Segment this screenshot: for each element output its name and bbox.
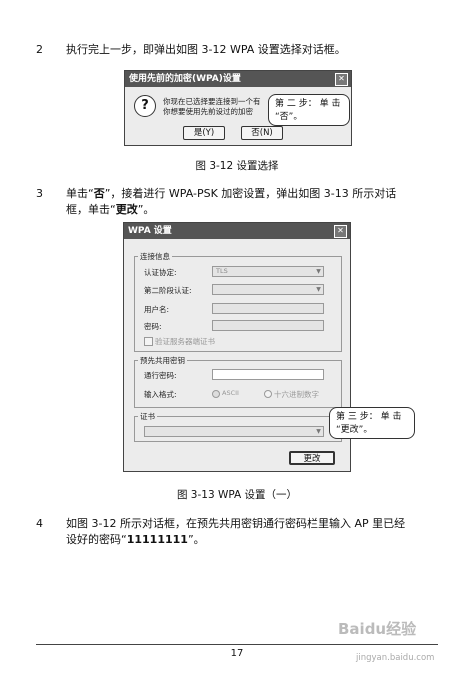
- close-icon[interactable]: ✕: [334, 225, 347, 238]
- format-ascii-radio[interactable]: [212, 390, 220, 398]
- auth-protocol-value: TLS: [216, 267, 228, 275]
- passphrase-input[interactable]: [212, 369, 324, 380]
- step-2-text: 执行完上一步，即弹出如图 3-12 WPA 设置选择对话框。: [66, 43, 346, 56]
- verify-cert-checkbox[interactable]: [144, 337, 153, 346]
- format-hex-label: 十六进制数字: [274, 390, 319, 399]
- psk-group-label: 预先共用密钥: [138, 355, 187, 366]
- auth-protocol-label: 认证协定:: [144, 268, 177, 277]
- step-number-4: 4: [36, 517, 43, 530]
- connection-info-label: 连接信息: [138, 251, 172, 262]
- dialog-message-line1: 你现在已选择要连接到一个有: [163, 97, 261, 106]
- username-label: 用户名:: [144, 305, 170, 314]
- certificate-group-label: 证书: [138, 411, 157, 422]
- yes-button[interactable]: 是(Y): [183, 126, 225, 140]
- watermark-url: jingyan.baidu.com: [356, 653, 435, 663]
- psk-group: [134, 360, 342, 408]
- step-number-2: 2: [36, 43, 43, 56]
- step-3-callout: 第 三 步： 单 击 “更改”。: [329, 407, 415, 439]
- format-label: 输入格式:: [144, 390, 177, 399]
- format-hex-radio[interactable]: [264, 390, 272, 398]
- certificate-select[interactable]: ▼: [144, 426, 324, 437]
- wpa-settings-choice-dialog: 使用先前的加密(WPA)设置 ✕ ? 你现在已选择要连接到一个有 你想要使用先前…: [124, 70, 352, 146]
- password-input[interactable]: [212, 320, 324, 331]
- chevron-down-icon: ▼: [316, 268, 321, 275]
- dialog-title: 使用先前的加密(WPA)设置: [125, 71, 351, 87]
- format-ascii-label: ASCII: [222, 389, 239, 397]
- figure-3-13-caption: 图 3-13 WPA 设置（一）: [176, 489, 298, 501]
- auth-protocol-select[interactable]: TLS ▼: [212, 266, 324, 277]
- connection-info-group: [134, 256, 342, 352]
- step-3-text-line2: 框，单击“更改”。: [66, 203, 155, 216]
- figure-3-12-caption: 图 3-12 设置选择: [195, 160, 279, 172]
- question-icon: ?: [134, 95, 156, 117]
- phase2-auth-select[interactable]: ▼: [212, 284, 324, 295]
- change-button[interactable]: 更改: [289, 451, 335, 465]
- verify-cert-label: 验证服务器端证书: [155, 337, 215, 346]
- baidu-watermark: Baidu经验: [338, 620, 417, 638]
- step-2-callout: 第 二 步： 单 击 “否”。: [268, 94, 350, 126]
- step-4-text-line1: 如图 3-12 所示对话框，在预先共用密钥通行密码栏里输入 AP 里已经: [66, 517, 406, 530]
- step-3-text-line1: 单击“否”，接着进行 WPA-PSK 加密设置，弹出如图 3-13 所示对话: [66, 187, 397, 200]
- step-4-text-line2: 设好的密码“11111111”。: [66, 533, 205, 546]
- no-button[interactable]: 否(N): [241, 126, 283, 140]
- dialog-title: WPA 设置: [124, 223, 350, 239]
- wpa-settings-dialog: WPA 设置 ✕ 连接信息 认证协定: TLS▼ 第二阶段认证: ▼ 用户名: …: [123, 222, 351, 472]
- chevron-down-icon: ▼: [316, 428, 321, 435]
- password-label: 密码:: [144, 322, 162, 331]
- footer-divider: [36, 644, 438, 645]
- dialog-message-line2: 你想要使用先前设过的加密: [163, 107, 253, 116]
- page-number: 17: [230, 648, 244, 659]
- chevron-down-icon: ▼: [316, 286, 321, 293]
- phase2-auth-label: 第二阶段认证:: [144, 286, 192, 295]
- step-number-3: 3: [36, 187, 43, 200]
- close-icon[interactable]: ✕: [335, 73, 348, 86]
- passphrase-label: 通行密码:: [144, 371, 177, 380]
- username-input[interactable]: [212, 303, 324, 314]
